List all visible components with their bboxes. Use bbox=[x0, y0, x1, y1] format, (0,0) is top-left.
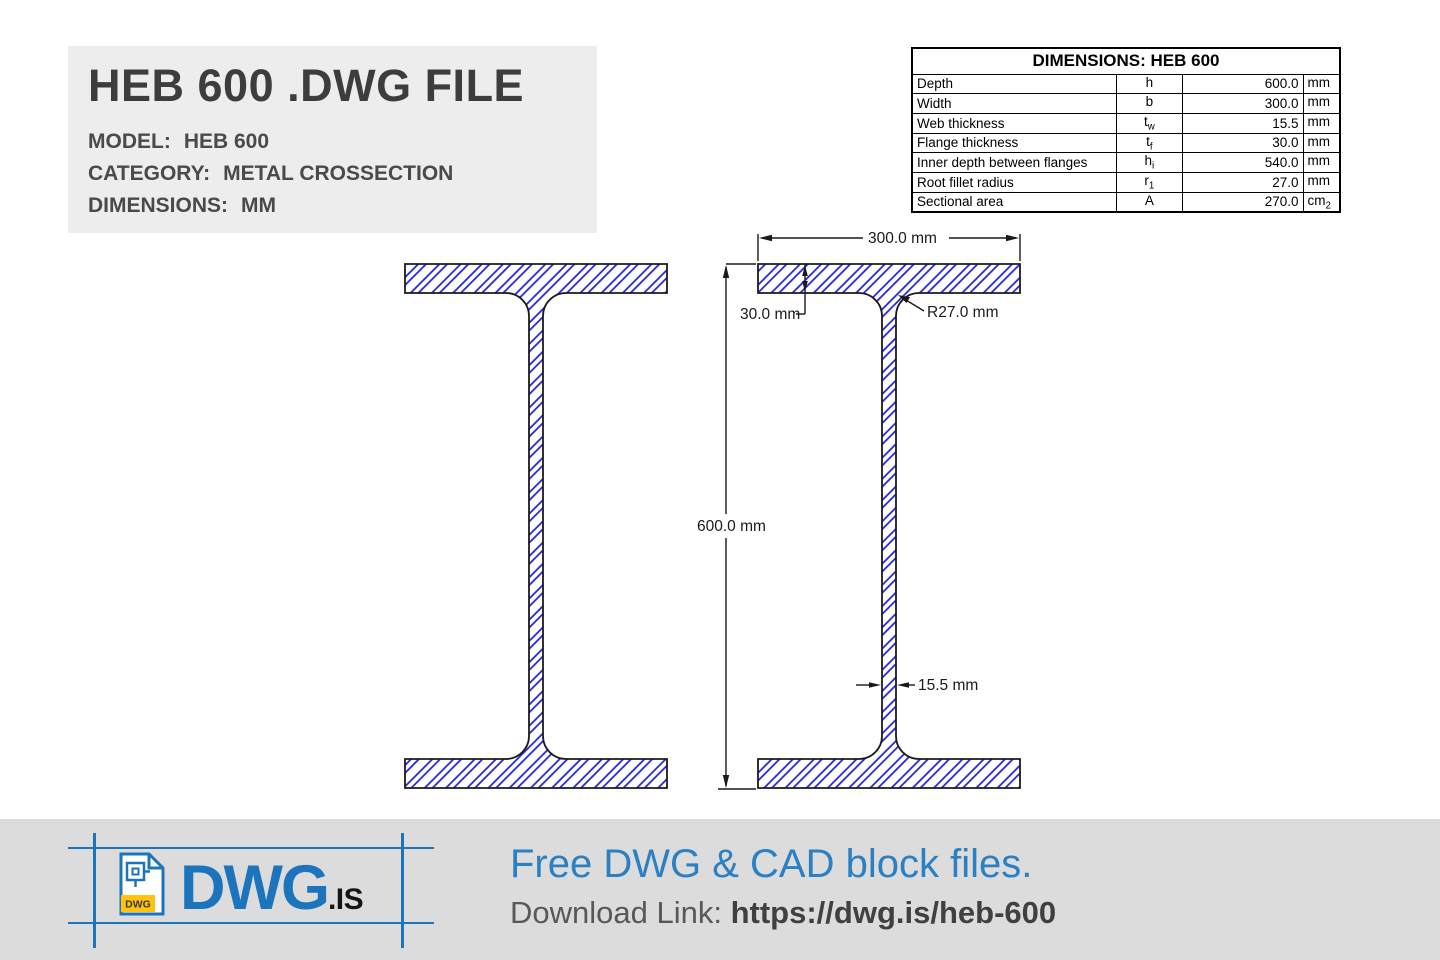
dim-fillet-radius bbox=[898, 295, 925, 312]
row-label: Root fillet radius bbox=[911, 171, 1118, 193]
dimensions-line: DIMENSIONS: MM bbox=[88, 190, 577, 222]
category-line: CATEGORY: METAL CROSSECTION bbox=[88, 158, 577, 190]
row-unit: mm bbox=[1302, 73, 1341, 95]
table-header-row: DIMENSIONS: HEB 600 bbox=[911, 47, 1341, 75]
tagline: Free DWG & CAD block files. bbox=[510, 842, 1033, 886]
dim-label-fillet-radius: R27.0 mm bbox=[927, 304, 999, 321]
download-label: Download Link: bbox=[510, 895, 722, 930]
table-row: Depth h 600.0 mm bbox=[911, 73, 1341, 95]
row-unit: mm bbox=[1302, 93, 1341, 114]
dim-label-flange-thickness: 30.0 mm bbox=[740, 306, 800, 323]
row-unit: mm bbox=[1302, 152, 1341, 173]
brand-suffix: .IS bbox=[327, 883, 364, 916]
page-title: HEB 600 .DWG FILE bbox=[88, 60, 525, 111]
row-label: Flange thickness bbox=[911, 132, 1118, 154]
category-label: CATEGORY: bbox=[88, 162, 211, 185]
table-title: DIMENSIONS: HEB 600 bbox=[911, 47, 1341, 75]
row-label: Sectional area bbox=[911, 191, 1118, 213]
footer bbox=[0, 819, 1440, 960]
row-value: 27.0 bbox=[1181, 171, 1304, 193]
row-symbol: A bbox=[1116, 191, 1183, 213]
dwg-file-icon[interactable]: DWG bbox=[116, 851, 168, 917]
dimensions-label: DIMENSIONS: bbox=[88, 194, 229, 217]
dwg-badge-label: DWG bbox=[125, 899, 151, 911]
row-symbol: h bbox=[1116, 73, 1183, 95]
row-value: 270.0 bbox=[1181, 191, 1304, 213]
brand-name: DWG bbox=[180, 853, 330, 923]
dim-depth bbox=[718, 263, 756, 790]
guide-line-horizontal-top bbox=[68, 847, 434, 849]
row-label: Depth bbox=[911, 73, 1118, 95]
guide-line-horizontal-bottom bbox=[68, 922, 434, 924]
row-label: Web thickness bbox=[911, 112, 1118, 134]
footer-text: Free DWG & CAD block files. Download Lin… bbox=[510, 838, 1056, 936]
guide-line-vertical-left bbox=[93, 833, 96, 948]
dim-label-flange-width: 300.0 mm bbox=[868, 230, 937, 247]
table-row: Width b 300.0 mm bbox=[911, 93, 1341, 114]
dim-label-web-thickness: 15.5 mm bbox=[918, 677, 978, 694]
row-symbol: tf bbox=[1116, 132, 1183, 154]
dim-label-depth: 600.0 mm bbox=[697, 518, 766, 535]
table-row: Inner depth between flanges hi 540.0 mm bbox=[911, 152, 1341, 173]
dim-flange-width bbox=[757, 234, 1021, 261]
brand-logo[interactable]: DWG.IS bbox=[180, 852, 364, 924]
table-row: Sectional area A 270.0 cm2 bbox=[911, 191, 1341, 213]
row-value: 15.5 bbox=[1181, 112, 1304, 134]
row-value: 540.0 bbox=[1181, 152, 1304, 173]
category-value: METAL CROSSECTION bbox=[223, 162, 454, 185]
dimensions-value: MM bbox=[241, 194, 277, 217]
info-box: HEB 600 .DWG FILE MODEL: HEB 600 CATEGORY… bbox=[68, 46, 597, 233]
table-row: Flange thickness tf 30.0 mm bbox=[911, 132, 1341, 154]
dim-web-thickness bbox=[856, 682, 915, 688]
ibeam-right bbox=[757, 263, 1021, 789]
row-label: Width bbox=[911, 93, 1118, 114]
row-unit: mm bbox=[1302, 132, 1341, 154]
ibeam-left bbox=[404, 263, 668, 789]
download-line: Download Link: https://dwg.is/heb-600 bbox=[510, 890, 1056, 936]
row-value: 600.0 bbox=[1181, 73, 1304, 95]
row-unit: mm bbox=[1302, 112, 1341, 134]
row-symbol: r1 bbox=[1116, 171, 1183, 193]
row-symbol: hi bbox=[1116, 152, 1183, 173]
row-symbol: tw bbox=[1116, 112, 1183, 134]
model-label: MODEL: bbox=[88, 130, 171, 153]
model-value: HEB 600 bbox=[183, 130, 270, 153]
row-unit: mm bbox=[1302, 171, 1341, 193]
model-line: MODEL: HEB 600 bbox=[88, 126, 577, 158]
row-value: 30.0 bbox=[1181, 132, 1304, 154]
dim-flange-thickness bbox=[796, 264, 808, 315]
row-unit: cm2 bbox=[1302, 191, 1341, 213]
table-row: Root fillet radius r1 27.0 mm bbox=[911, 171, 1341, 193]
row-symbol: b bbox=[1116, 93, 1183, 114]
download-url-link[interactable]: https://dwg.is/heb-600 bbox=[730, 895, 1057, 930]
table-row: Web thickness tw 15.5 mm bbox=[911, 112, 1341, 134]
dimensions-table: DIMENSIONS: HEB 600 Depth h 600.0 mm Wid… bbox=[911, 47, 1341, 214]
guide-line-vertical-right bbox=[401, 833, 404, 948]
row-value: 300.0 bbox=[1181, 93, 1304, 114]
row-label: Inner depth between flanges bbox=[911, 152, 1118, 173]
